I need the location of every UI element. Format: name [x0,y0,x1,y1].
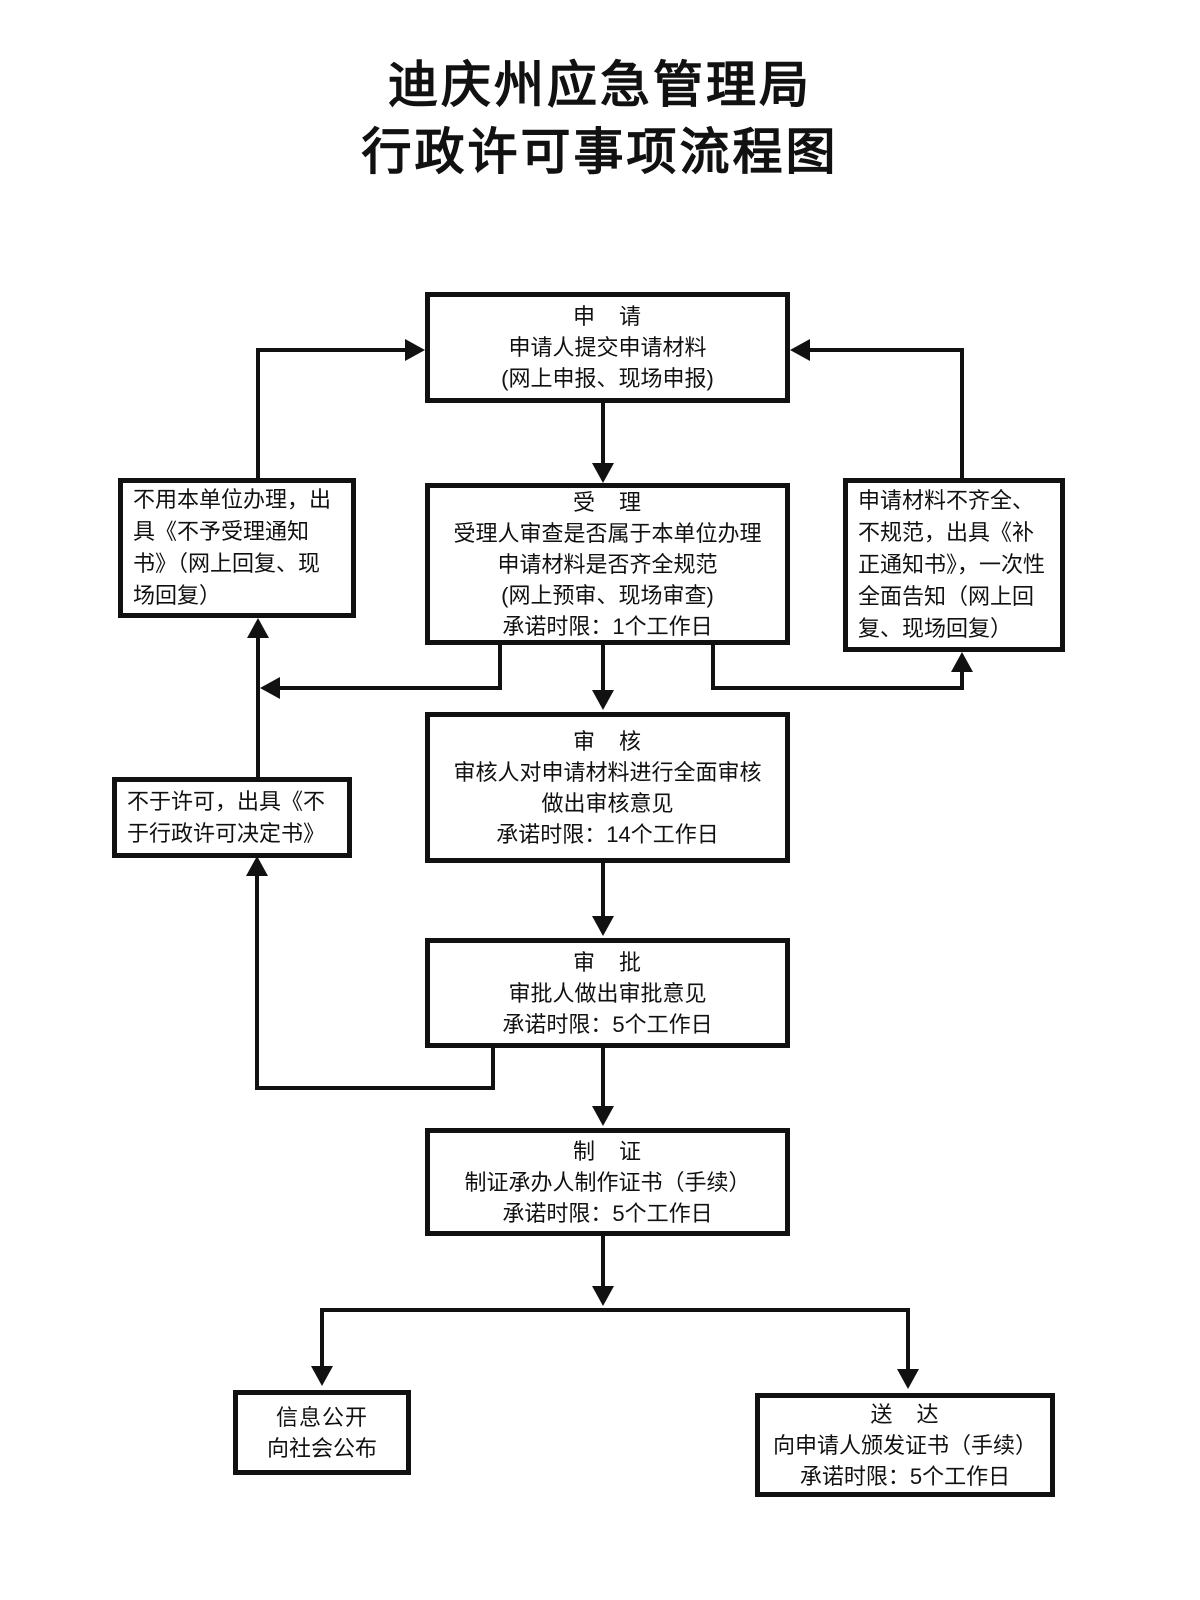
connector-split-info-drop [320,1308,324,1368]
node-line: 向社会公布 [266,1435,377,1461]
connector-approve-nopermit-riser [255,874,259,1090]
node-title: 送 达 [870,1401,940,1427]
node-title: 审 批 [572,949,642,975]
page-title-line1: 迪庆州应急管理局 [388,57,812,113]
node-title: 申 请 [572,304,642,329]
node-line: 向申请人颁发证书（手续） [772,1432,1037,1458]
connector-accept-supplement-run [711,686,964,690]
node-title: 受 理 [572,489,642,515]
connector-approve-certify [601,1048,605,1108]
arrow-up-icon [951,652,973,672]
flow-node-accept: 受 理 受理人审查是否属于本单位办理 申请材料是否齐全规范 (网上预审、现场审查… [425,483,790,645]
connector-split-run [320,1308,910,1312]
node-title: 制 证 [572,1138,642,1164]
connector-certify-split [601,1236,605,1288]
arrow-right-icon [405,339,425,361]
connector-supplement-apply-riser [960,348,964,478]
node-line: 审批人做出审批意见 [508,980,707,1006]
connector-supplement-apply-run [808,348,964,352]
connector-approve-nopermit-drop [491,1048,495,1090]
page-title-line2: 行政许可事项流程图 [361,124,839,180]
node-line: 承诺时限：14个工作日 [496,821,719,847]
connector-split-deliver-drop [906,1308,910,1371]
connector-accept-supplement-riser [960,670,964,690]
node-text: 不于许可，出具《不于行政许可决定书》 [127,788,326,846]
node-line: 承诺时限：5个工作日 [799,1463,1011,1489]
node-line: 承诺时限：5个工作日 [502,1011,713,1037]
node-line: (网上申报、现场申报) [501,366,714,391]
page-title: 迪庆州应急管理局 行政许可事项流程图 [0,52,1200,186]
flow-node-certify: 制 证 制证承办人制作证书（手续） 承诺时限：5个工作日 [425,1128,790,1236]
connector-accept-reject-run [280,686,502,690]
flow-node-info-public: 信息公开 向社会公布 [233,1390,411,1475]
node-line: 审核人对申请材料进行全面审核 [453,759,762,785]
connector-approve-nopermit-run [255,1086,495,1090]
connector-review-approve [601,863,605,918]
flow-node-no-permit: 不于许可，出具《不于行政许可决定书》 [112,777,352,858]
flow-node-reject-notice: 不用本单位办理，出具《不予受理通知书》（网上回复、现场回复） [118,478,356,618]
arrow-down-icon [592,1106,614,1126]
flow-node-review: 审 核 审核人对申请材料进行全面审核 做出审核意见 承诺时限：14个工作日 [425,712,790,863]
flow-node-deliver: 送 达 向申请人颁发证书（手续） 承诺时限：5个工作日 [755,1393,1055,1497]
node-text: 申请材料不齐全、不规范，出具《补正通知书》，一次性全面告知（网上回复、现场回复） [858,488,1046,641]
node-line: 申请材料是否齐全规范 [497,551,718,577]
arrow-up-icon [247,618,269,638]
flow-node-apply: 申 请 申请人提交申请材料 (网上申报、现场申报) [425,292,790,403]
arrow-up-icon [246,856,268,876]
node-line: (网上预审、现场审查) [501,582,714,608]
connector-reject-apply-riser [256,348,260,478]
node-title: 信息公开 [275,1404,368,1430]
connector-reject-apply-run [256,348,407,352]
node-line: 做出审核意见 [541,790,674,816]
node-line: 制证承办人制作证书（手续） [464,1169,751,1195]
connector-riser-reject-notice [256,636,260,777]
arrow-down-icon [592,690,614,710]
node-line: 承诺时限：5个工作日 [502,1200,713,1226]
flow-node-approve: 审 批 审批人做出审批意见 承诺时限：5个工作日 [425,938,790,1048]
arrow-left-icon [790,339,810,361]
connector-accept-reject-drop [498,645,502,690]
node-line: 申请人提交申请材料 [508,335,707,360]
node-line: 承诺时限：1个工作日 [502,613,713,639]
node-line: 受理人审查是否属于本单位办理 [453,520,762,546]
connector-apply-accept [601,403,605,465]
arrow-down-icon [897,1369,919,1389]
node-title: 审 核 [572,728,642,754]
arrow-down-icon [592,916,614,936]
node-text: 不用本单位办理，出具《不予受理通知书》（网上回复、现场回复） [133,487,332,608]
flow-node-supplement-notice: 申请材料不齐全、不规范，出具《补正通知书》，一次性全面告知（网上回复、现场回复） [843,478,1065,652]
arrow-left-icon [260,677,280,699]
connector-accept-supplement-drop [711,645,715,690]
arrow-down-icon [311,1366,333,1386]
arrow-down-icon [592,463,614,483]
connector-accept-review [601,645,605,692]
arrow-down-icon [592,1286,614,1306]
